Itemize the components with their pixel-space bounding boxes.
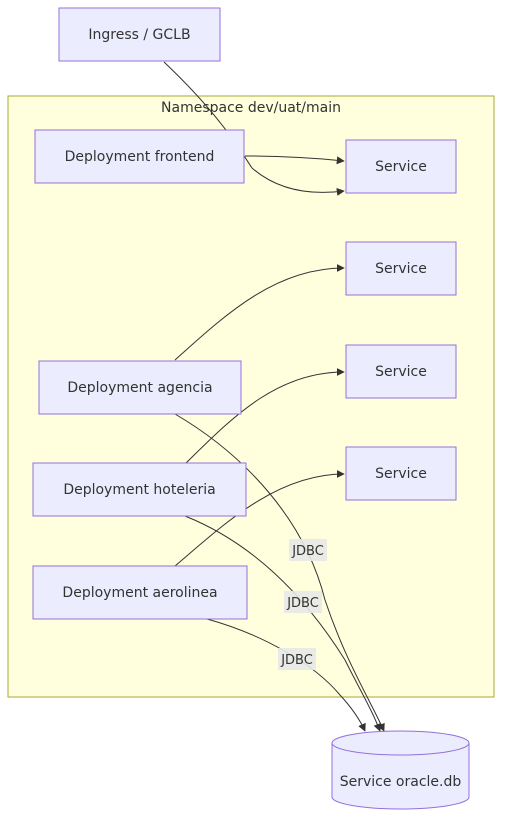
edge-hoteleria-to-service-3	[184, 368, 345, 465]
edge-aerolinea-to-service-4	[174, 470, 345, 567]
service-label-4: Service	[375, 466, 427, 482]
svg-text:JDBC: JDBC	[291, 544, 324, 559]
edge-label-jdbc-2: JDBC	[284, 591, 322, 613]
namespace-label: Namespace dev/uat/main	[161, 100, 341, 116]
edge-agencia-to-service-2	[174, 264, 345, 361]
database-cylinder-icon	[331, 743, 470, 810]
edge-hoteleria-to-db	[184, 515, 382, 732]
service-node-2: Service	[345, 241, 457, 296]
deployment-hoteleria-label: Deployment hoteleria	[63, 482, 215, 498]
deployment-frontend-node: Deployment frontend	[34, 129, 245, 184]
deployment-agencia-label: Deployment agencia	[67, 380, 212, 396]
deployment-aerolinea-node: Deployment aerolinea	[32, 565, 248, 620]
deployment-aerolinea-label: Deployment aerolinea	[62, 585, 217, 601]
service-node-1: Service	[345, 139, 457, 194]
service-label-3: Service	[375, 364, 427, 380]
ingress-node: Ingress / GCLB	[58, 7, 221, 62]
database-cylinder-top	[331, 730, 470, 756]
database-label: Service oracle.db	[340, 774, 462, 790]
service-node-3: Service	[345, 344, 457, 399]
ingress-label: Ingress / GCLB	[88, 27, 190, 43]
service-node-4: Service	[345, 446, 457, 501]
svg-text:JDBC: JDBC	[280, 653, 313, 668]
edge-agencia-to-db	[174, 413, 385, 732]
edge-label-jdbc-3: JDBC	[278, 648, 316, 670]
edges	[163, 61, 385, 732]
edge-ingress-to-service-1	[163, 61, 345, 196]
deployment-frontend-label: Deployment frontend	[65, 149, 215, 165]
deployment-hoteleria-node: Deployment hoteleria	[32, 462, 247, 517]
service-label-2: Service	[375, 261, 427, 277]
deployment-agencia-node: Deployment agencia	[38, 360, 242, 415]
edge-label-jdbc-1: JDBC	[289, 539, 327, 561]
service-label-1: Service	[375, 159, 427, 175]
database-node: Service oracle.db	[331, 730, 470, 810]
edge-frontend-to-service-1	[244, 155, 345, 165]
svg-text:JDBC: JDBC	[286, 596, 319, 611]
edge-aerolinea-to-db	[206, 618, 366, 732]
